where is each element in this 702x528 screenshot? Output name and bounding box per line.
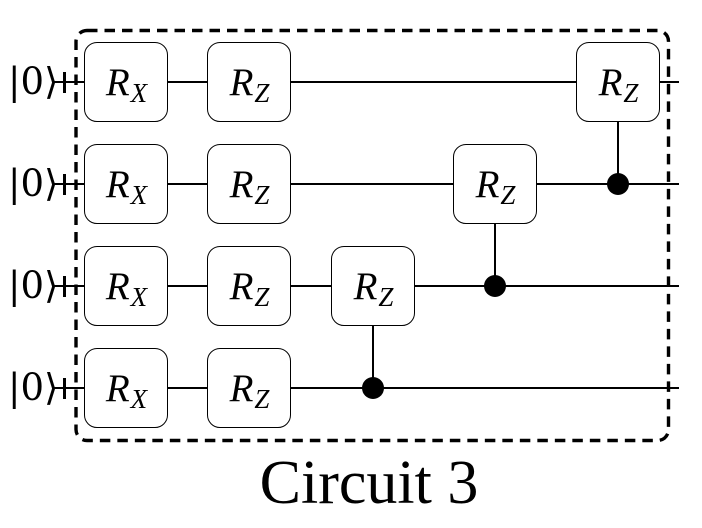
rz-gate-q3-label: RZ	[229, 366, 270, 414]
rx-gate-q3: RX	[84, 348, 168, 428]
rz-gate-q2-label: RZ	[229, 264, 270, 312]
wire-input-tick-2	[63, 275, 66, 297]
crz-target-gate-q0-label: RZ	[598, 60, 639, 108]
rz-gate-q0-label: RZ	[229, 60, 270, 108]
crz-target-gate-q1-label: RZ	[475, 162, 516, 210]
control-dot-q1	[607, 173, 629, 195]
crz-target-gate-q2: RZ	[331, 246, 415, 326]
control-dot-q3	[362, 377, 384, 399]
wire-input-tick-0	[63, 71, 66, 93]
rx-gate-q1-label: RX	[105, 162, 148, 210]
rx-gate-q0-label: RX	[105, 60, 148, 108]
control-link-q0-q1	[617, 120, 619, 184]
rx-gate-q1: RX	[84, 144, 168, 224]
wire-input-tick-1	[63, 173, 66, 195]
qubit-wire-1	[52, 183, 679, 185]
rz-gate-q3: RZ	[207, 348, 291, 428]
control-dot-q2	[484, 275, 506, 297]
rz-gate-q1-label: RZ	[229, 162, 270, 210]
rx-gate-q0: RX	[84, 42, 168, 122]
rx-gate-q2-label: RX	[105, 264, 148, 312]
qubit-label-0: |0⟩	[8, 60, 59, 103]
crz-target-gate-q0: RZ	[576, 42, 660, 122]
crz-target-gate-q2-label: RZ	[353, 264, 394, 312]
rz-gate-q2: RZ	[207, 246, 291, 326]
wire-input-tick-3	[63, 377, 66, 399]
qubit-wire-0	[52, 81, 679, 83]
control-link-q1-q2	[494, 222, 496, 286]
qubit-label-2: |0⟩	[8, 264, 59, 307]
rz-gate-q0: RZ	[207, 42, 291, 122]
crz-target-gate-q1: RZ	[453, 144, 537, 224]
rx-gate-q3-label: RX	[105, 366, 148, 414]
qubit-label-3: |0⟩	[8, 366, 59, 409]
rx-gate-q2: RX	[84, 246, 168, 326]
circuit-caption: Circuit 3	[259, 449, 479, 517]
control-link-q2-q3	[372, 324, 374, 388]
qubit-label-1: |0⟩	[8, 162, 59, 205]
rz-gate-q1: RZ	[207, 144, 291, 224]
